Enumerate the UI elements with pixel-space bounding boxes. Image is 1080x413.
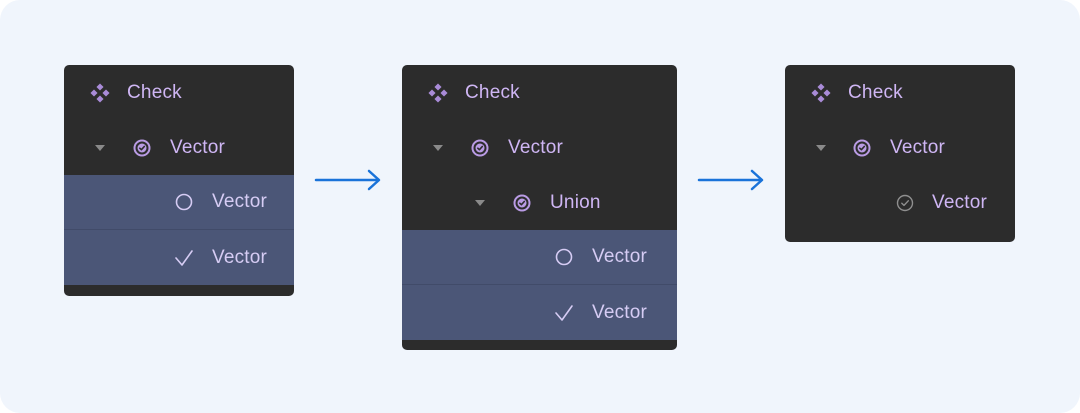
- layer-label: Vector: [170, 136, 226, 158]
- layer-label: Union: [550, 191, 601, 213]
- circle-icon: [555, 248, 573, 266]
- chevron-down-icon[interactable]: [816, 144, 826, 151]
- boolean-check-icon: [471, 139, 489, 157]
- boolean-check-icon: [133, 139, 151, 157]
- layer-row-vector-circle[interactable]: Vector: [402, 230, 677, 285]
- layers-panel-flattened: Check Vector Vector: [785, 65, 1015, 242]
- component-icon: [428, 82, 448, 103]
- chevron-down-icon[interactable]: [433, 144, 443, 151]
- layer-row-vector-flattened[interactable]: Vector: [785, 175, 1015, 230]
- layer-row-check[interactable]: Check: [785, 65, 1015, 120]
- layer-label: Vector: [890, 136, 946, 158]
- layer-label: Check: [127, 81, 182, 103]
- layer-row-union[interactable]: Union: [402, 175, 677, 230]
- arrow-right-icon: [697, 169, 764, 191]
- boolean-check-icon: [513, 194, 531, 212]
- layer-label: Vector: [508, 136, 564, 158]
- layer-row-vector-group[interactable]: Vector: [785, 120, 1015, 175]
- vector-check-circle-icon: [896, 194, 914, 212]
- layer-row-vector-check[interactable]: Vector: [64, 230, 294, 285]
- chevron-down-icon[interactable]: [95, 144, 105, 151]
- layers-panel-union: Check Vector Union: [402, 65, 677, 350]
- component-icon: [811, 82, 831, 103]
- boolean-check-icon: [853, 139, 871, 157]
- circle-icon: [175, 193, 193, 211]
- arrow-right-icon: [314, 169, 381, 191]
- layer-row-vector-group[interactable]: Vector: [402, 120, 677, 175]
- layer-label: Vector: [212, 191, 268, 212]
- layer-row-check[interactable]: Check: [64, 65, 294, 120]
- layers-panel-before: Check Vector Vector: [64, 65, 294, 296]
- layer-label: Check: [848, 81, 903, 103]
- layer-label: Vector: [592, 246, 648, 267]
- chevron-down-icon[interactable]: [475, 199, 485, 206]
- check-mark-icon: [554, 304, 574, 322]
- layer-label: Check: [465, 81, 520, 103]
- layer-label: Vector: [592, 301, 648, 323]
- layer-row-vector-check[interactable]: Vector: [402, 285, 677, 340]
- layer-row-vector-circle[interactable]: Vector: [64, 175, 294, 230]
- layer-label: Vector: [932, 191, 988, 213]
- layer-label: Vector: [212, 246, 268, 268]
- layer-row-vector-group[interactable]: Vector: [64, 120, 294, 175]
- layer-row-check[interactable]: Check: [402, 65, 677, 120]
- check-mark-icon: [174, 249, 194, 267]
- component-icon: [90, 82, 110, 103]
